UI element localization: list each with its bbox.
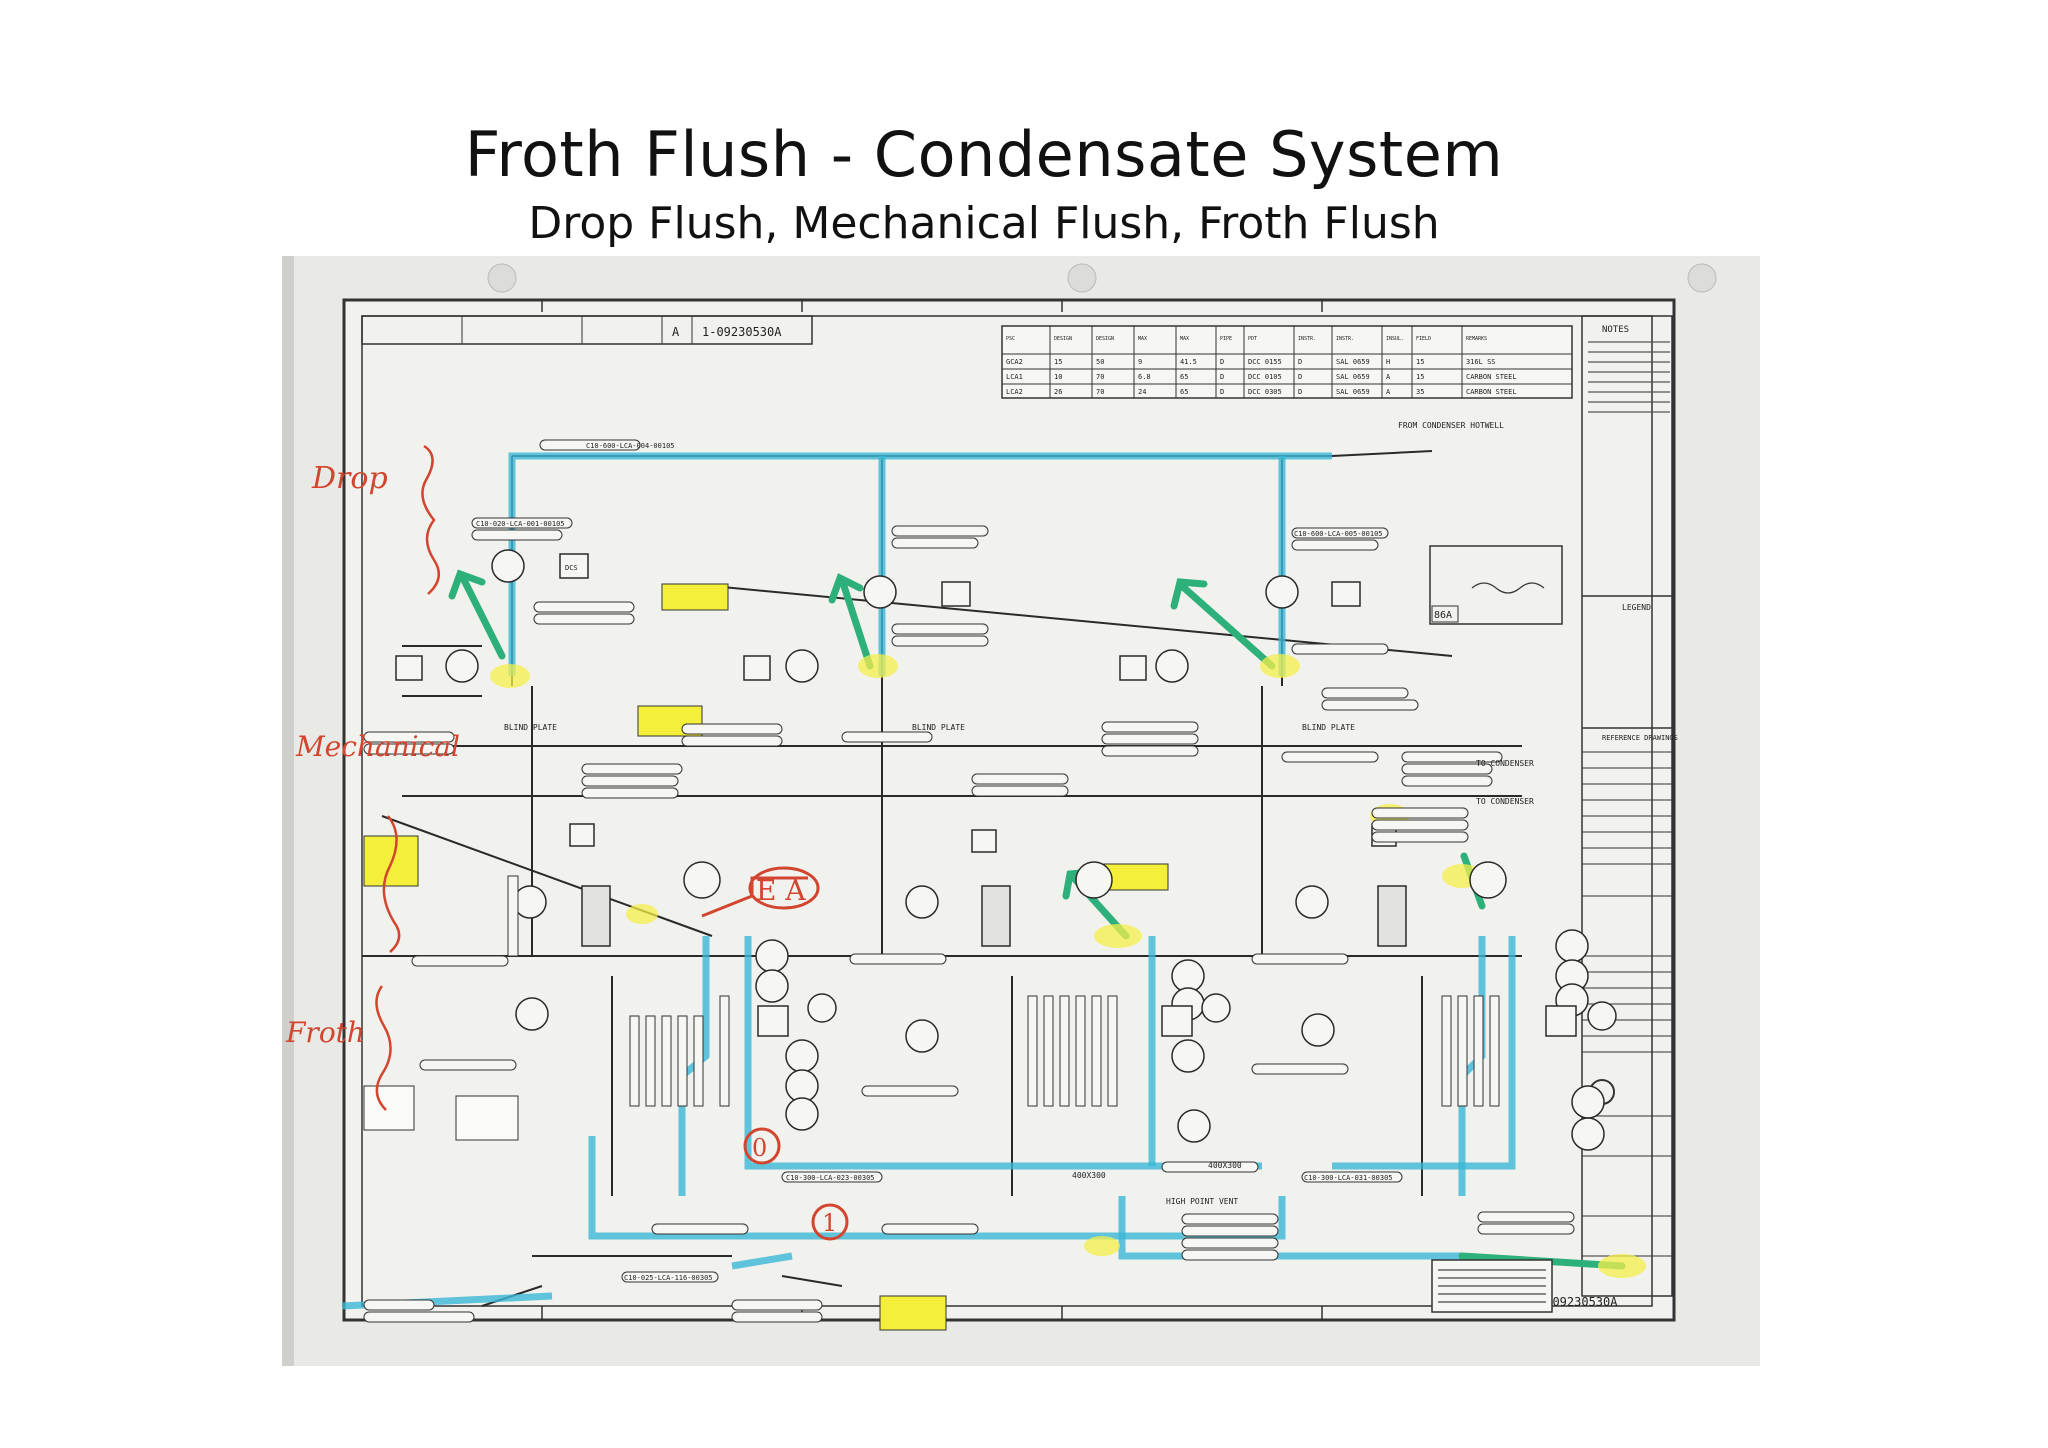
psc-table-cell: D <box>1220 358 1224 366</box>
blind-plate-1: BLIND PLATE <box>504 723 557 732</box>
psc-table-cell: D <box>1220 373 1224 381</box>
flush-path-highlight <box>341 452 1516 1310</box>
psc-table-cell: SAL 0659 <box>1336 373 1370 381</box>
froth-annotation: Froth <box>285 1016 365 1049</box>
ea-marker: E A <box>756 874 806 907</box>
psc-table-cell: A <box>1386 373 1391 381</box>
psc-table-header: PIPE <box>1220 336 1232 342</box>
sheet-revision: A <box>672 325 680 339</box>
psc-table-header: MAX <box>1138 336 1147 342</box>
psc-table-cell: LCA2 <box>1006 388 1023 396</box>
psc-table-cell: 65 <box>1180 388 1188 396</box>
notes-panel: NOTES LEGEND REFERENCE DRAWINGS 1-092305… <box>1538 315 1678 1309</box>
instrument-bubbles: DCS <box>395 549 1617 1151</box>
line-label-drop-1: C10-020-LCA-001-00105 <box>476 520 565 528</box>
high-point-vent: HIGH POINT VENT <box>1166 1197 1238 1206</box>
slide-title: Froth Flush - Condensate System <box>464 118 1504 191</box>
legend-label: LEGEND <box>1622 603 1651 612</box>
circle-one-annotation: 1 <box>822 1209 837 1237</box>
psc-table-header: PDT <box>1248 336 1257 342</box>
psc-table-cell: CARBON STEEL <box>1466 388 1517 396</box>
handwritten-annotations: Drop Mechanical Froth E A 0 1 <box>285 444 849 1241</box>
bottom-right-note-box <box>1431 1259 1553 1313</box>
line-number-labels: C10-600-LCA-004-00105 C10-020-LCA-001-00… <box>363 439 1575 1323</box>
psc-table-cell: 15 <box>1416 358 1424 366</box>
slide-subtitle: Drop Flush, Mechanical Flush, Froth Flus… <box>528 198 1440 249</box>
psc-table-cell: 24 <box>1138 388 1146 396</box>
blind-plate-2: BLIND PLATE <box>912 723 965 732</box>
psc-table-cell: 316L SS <box>1466 358 1496 366</box>
header-size-1: 400X300 <box>1072 1171 1106 1180</box>
to-condenser-2: TO CONDENSER <box>1476 797 1534 806</box>
references-label: REFERENCE DRAWINGS <box>1602 734 1678 742</box>
approval-stamp: 86A <box>1429 545 1563 625</box>
psc-table-cell: D <box>1298 373 1302 381</box>
psc-table-cell: 35 <box>1416 388 1424 396</box>
psc-table-cell: D <box>1220 388 1224 396</box>
psc-table-cell: 70 <box>1096 388 1104 396</box>
psc-table-cell: 41.5 <box>1180 358 1197 366</box>
line-label-main-header-2: C10-300-LCA-031-00305 <box>1304 1174 1393 1182</box>
psc-table-header: DESIGN <box>1096 336 1114 342</box>
mechanical-annotation: Mechanical <box>295 730 460 763</box>
to-condenser-1: TO CONDENSER <box>1476 759 1534 768</box>
psc-table-cell: D <box>1298 388 1302 396</box>
psc-table-cell: DCC 0105 <box>1248 373 1282 381</box>
psc-table-cell: 65 <box>1180 373 1188 381</box>
psc-table-cell: A <box>1386 388 1391 396</box>
header-size-2: 400X300 <box>1208 1161 1242 1170</box>
from-condenser-hotwell: FROM CONDENSER HOTWELL <box>1398 421 1504 430</box>
psc-table-cell: 9 <box>1138 358 1142 366</box>
psc-table-header: MAX <box>1180 336 1189 342</box>
psc-table-cell: 15 <box>1054 358 1062 366</box>
psc-table-cell: SAL 0659 <box>1336 358 1370 366</box>
psc-table-cell: H <box>1386 358 1390 366</box>
psc-table-header: FIELD <box>1416 336 1431 342</box>
circle-zero-annotation: 0 <box>752 1134 767 1162</box>
document-number: 1-09230530A <box>702 325 782 339</box>
psc-table-cell: LCA1 <box>1006 373 1023 381</box>
psc-table-cell: DCC 0155 <box>1248 358 1282 366</box>
psc-table-cell: 15 <box>1416 373 1424 381</box>
line-label-top-header: C10-600-LCA-004-00105 <box>586 442 675 450</box>
psc-table-cell: 70 <box>1096 373 1104 381</box>
psc-table-cell: SAL 0659 <box>1336 388 1370 396</box>
line-label-main-header: C10-300-LCA-023-00305 <box>786 1174 875 1182</box>
psc-table-header: DESIGN <box>1054 336 1072 342</box>
psc-table-cell: GCA2 <box>1006 358 1023 366</box>
psc-table-cell: 50 <box>1096 358 1104 366</box>
line-label-bottom: C10-025-LCA-116-00305 <box>624 1274 713 1282</box>
psc-table-header: INSTR. <box>1298 336 1316 342</box>
stamp-code: 86A <box>1434 610 1452 621</box>
psc-table-header: INSUL. <box>1386 336 1404 342</box>
line-label-drop-3: C10-600-LCA-005-00105 <box>1294 530 1383 538</box>
blind-plate-3: BLIND PLATE <box>1302 723 1355 732</box>
psc-table-cell: 10 <box>1054 373 1062 381</box>
psc-table-cell: DCC 0305 <box>1248 388 1282 396</box>
notes-label: NOTES <box>1602 325 1629 335</box>
title-block-top: 1-09230530A A <box>361 315 813 345</box>
yellow-notes <box>363 583 1169 1331</box>
drop-annotation: Drop <box>311 461 388 496</box>
psc-table-header: PSC <box>1006 336 1015 342</box>
psc-table-cell: 6.8 <box>1138 373 1151 381</box>
dcs-tag: DCS <box>565 564 578 572</box>
title-block-document-number: 1-09230530A <box>1538 1295 1618 1309</box>
psc-table-cell: D <box>1298 358 1302 366</box>
psc-table-header: INSTR. <box>1336 336 1354 342</box>
psc-table-cell: CARBON STEEL <box>1466 373 1517 381</box>
psc-table-cell: 26 <box>1054 388 1062 396</box>
psc-table-header: REMARKS <box>1466 336 1487 342</box>
